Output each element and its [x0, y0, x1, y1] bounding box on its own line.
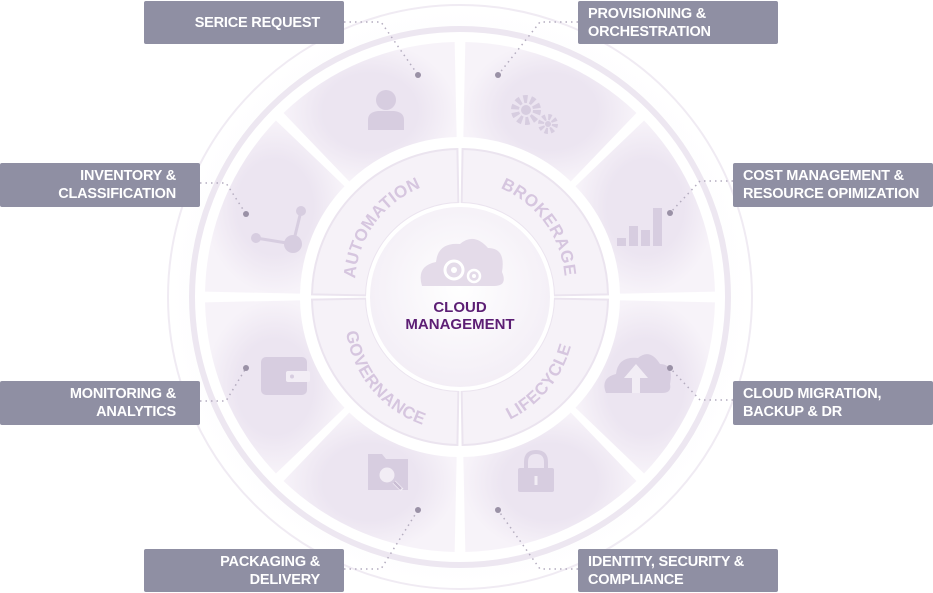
label-line: COST MANAGEMENT & — [743, 168, 904, 184]
label-cloud-migration: CLOUD MIGRATION, BACKUP & DR — [733, 381, 933, 425]
lock-icon — [518, 449, 554, 492]
label-line: COMPLIANCE — [588, 571, 684, 588]
label-line: CLOUD MIGRATION, — [743, 386, 882, 402]
label-provisioning-orchestration: PROVISIONING &ORCHESTRATION — [578, 1, 778, 44]
label-identity-security: IDENTITY, SECURITY &COMPLIANCE — [578, 549, 778, 592]
label-line: CLASSIFICATION — [58, 186, 176, 202]
label-packaging-delivery: PACKAGING &DELIVERY — [144, 549, 344, 592]
label-line: PACKAGING & — [220, 553, 320, 570]
cloud-gears-icon — [420, 238, 504, 286]
label-line: PROVISIONING & — [588, 5, 707, 22]
label-line: ANALYTICS — [96, 404, 176, 420]
label-service-request: SERICE REQUEST — [144, 1, 344, 44]
label-line: INVENTORY & — [80, 168, 176, 184]
label-line: IDENTITY, SECURITY & — [588, 553, 745, 570]
label-line: RESOURCE OPIMIZATION — [743, 186, 920, 202]
inner-quadrants — [311, 148, 609, 446]
gears-icon — [511, 95, 558, 134]
cloud-upload-icon — [604, 354, 671, 393]
user-icon — [368, 90, 404, 130]
label-cost-management: COST MANAGEMENT & RESOURCE OPIMIZATION — [733, 163, 933, 207]
center-circle — [366, 203, 554, 391]
outer-segment — [205, 120, 345, 294]
label-line: SERICE REQUEST — [194, 14, 321, 31]
wallet-icon — [261, 357, 310, 395]
folder-search-icon — [368, 454, 408, 492]
label-line: MONITORING & — [69, 386, 176, 402]
label-inventory-classification: INVENTORY & CLASSIFICATION — [0, 163, 200, 207]
bar-chart-icon — [617, 208, 662, 246]
connector-lines — [200, 21, 733, 570]
label-line: DELIVERY — [249, 571, 321, 588]
center-title-line1: CLOUD — [433, 299, 486, 316]
connector-dots — [243, 72, 673, 513]
outer-segment — [283, 42, 457, 182]
label-line: ORCHESTRATION — [588, 23, 711, 40]
outer-segment — [575, 120, 715, 294]
label-line: BACKUP & DR — [743, 404, 843, 420]
center-title-line2: MANAGEMENT — [405, 316, 514, 333]
outer-segment — [463, 42, 637, 182]
label-monitoring-analytics: MONITORING & ANALYTICS — [0, 381, 200, 425]
nodes-icon — [251, 206, 306, 253]
